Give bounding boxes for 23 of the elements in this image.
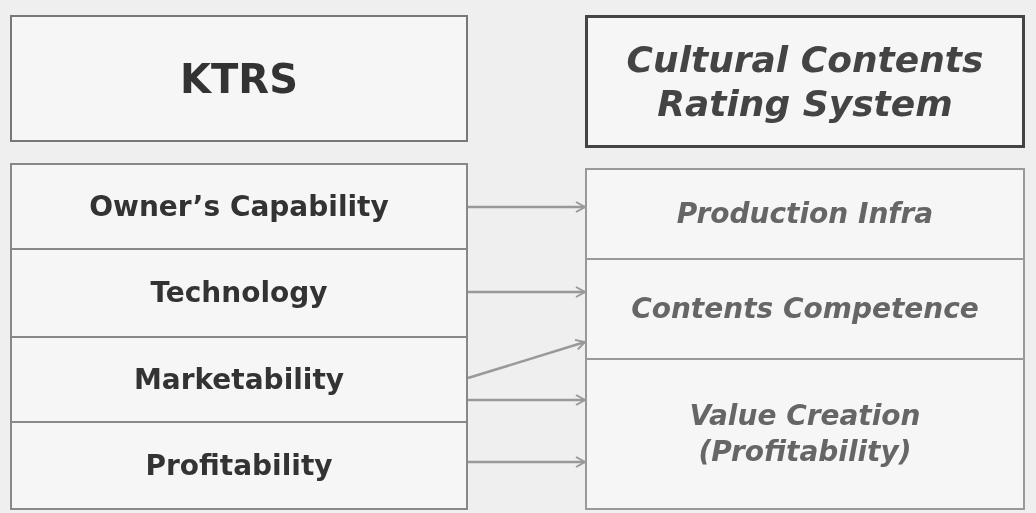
arrow [468,286,586,298]
node-label: Cultural Contents Rating System [625,38,985,125]
arrow [468,456,586,468]
title-box [10,15,468,142]
arrow [468,201,586,213]
title-box [585,15,1025,148]
node-label: Profitability [145,447,333,484]
criterion-box [10,338,468,423]
arrow [468,394,586,406]
node-label: Contents Competence [631,291,979,327]
criterion-box [585,168,1025,260]
node-label: Owner’s Capability [89,188,389,225]
node-label: Marketability [133,361,345,398]
node-label: KTRS [180,54,298,104]
criterion-box [10,250,468,338]
criterion-box [585,260,1025,360]
criterion-box [10,163,468,250]
criterion-box [585,360,1025,510]
criterion-box [10,423,468,510]
node-label: Production Infra [676,196,934,232]
node-label: Technology [150,275,328,311]
arrow [467,338,586,380]
node-label: Value Creation (Profitability) [688,397,922,470]
